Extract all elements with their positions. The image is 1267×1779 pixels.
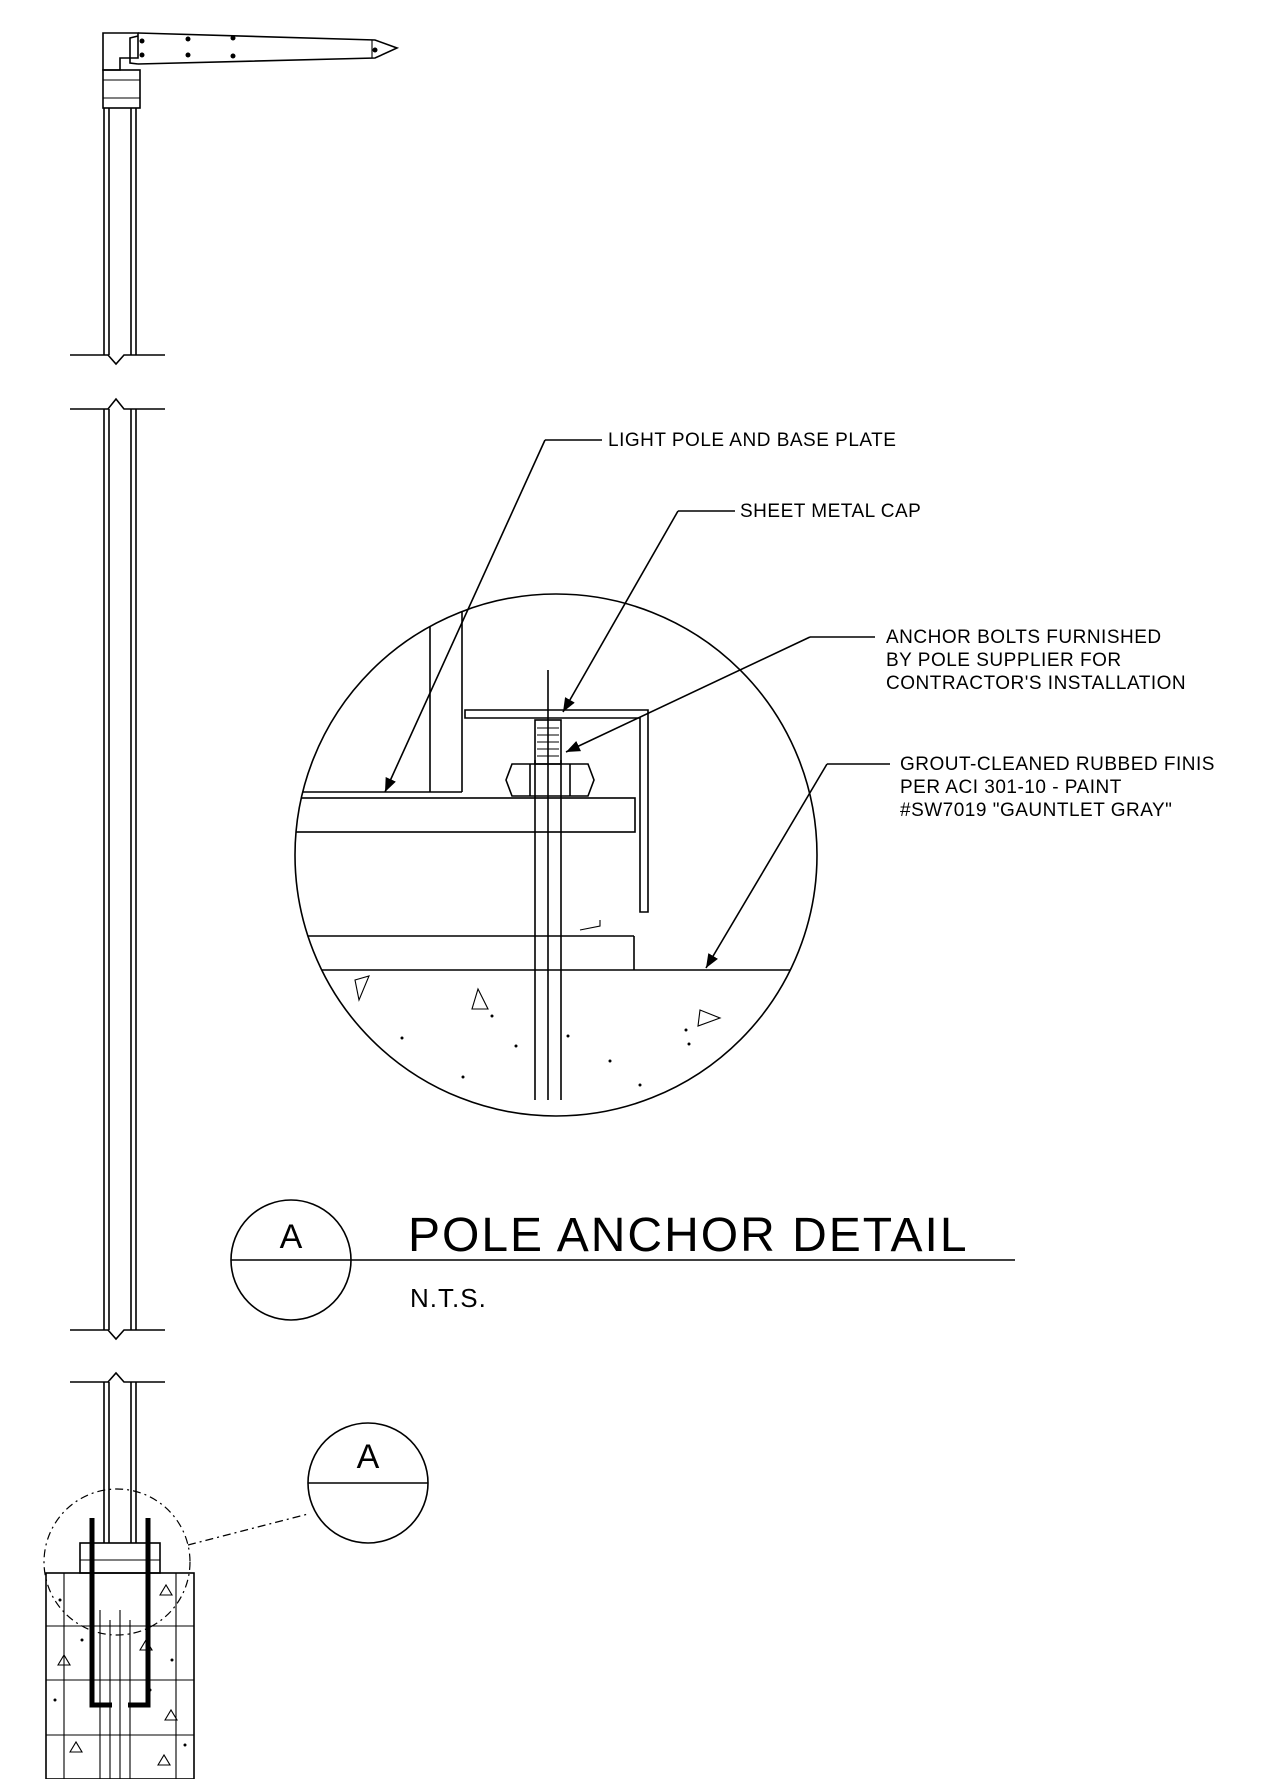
- detail-scale: N.T.S.: [410, 1283, 487, 1313]
- label-sheet-metal-cap: SHEET METAL CAP: [740, 501, 921, 522]
- leader-sheet-metal-cap: SHEET METAL CAP: [562, 501, 921, 713]
- detail-title: POLE ANCHOR DETAIL: [408, 1209, 969, 1262]
- label-grout-line-1: GROUT-CLEANED RUBBED FINIS: [900, 754, 1215, 775]
- label-grout-line-2: PER ACI 301-10 - PAINT: [900, 777, 1122, 798]
- luminaire-arm: [102, 32, 400, 71]
- pole-segment: [70, 108, 165, 366]
- detail-circle: [294, 593, 818, 1117]
- detail-callout-circle: [43, 1488, 191, 1636]
- leader-grout: GROUT-CLEANED RUBBED FINIS PER ACI 301-1…: [705, 754, 1215, 969]
- label-anchor-bolts-line-3: CONTRACTOR'S INSTALLATION: [886, 673, 1186, 694]
- callout-bubble-letter: A: [357, 1438, 380, 1476]
- enlarged-detail: [294, 593, 818, 1117]
- callout-bubble: A: [307, 1422, 429, 1544]
- detail-title-block: A POLE ANCHOR DETAIL N.T.S.: [230, 1199, 1015, 1321]
- label-light-pole: LIGHT POLE AND BASE PLATE: [608, 430, 896, 451]
- pole-segment: [70, 1371, 165, 1543]
- detail-bubble-letter: A: [280, 1218, 303, 1256]
- label-anchor-bolts-line-1: ANCHOR BOLTS FURNISHED: [886, 627, 1162, 648]
- leader-light-pole: LIGHT POLE AND BASE PLATE: [384, 430, 896, 793]
- concrete-foundation: [45, 1572, 195, 1779]
- pole-segment: [70, 397, 165, 1341]
- label-grout-line-3: #SW7019 "GAUNTLET GRAY": [900, 800, 1172, 821]
- pole-elevation: [43, 32, 400, 1779]
- label-anchor-bolts-line-2: BY POLE SUPPLIER FOR: [886, 650, 1122, 671]
- leader-anchor-bolts: ANCHOR BOLTS FURNISHED BY POLE SUPPLIER …: [565, 627, 1186, 753]
